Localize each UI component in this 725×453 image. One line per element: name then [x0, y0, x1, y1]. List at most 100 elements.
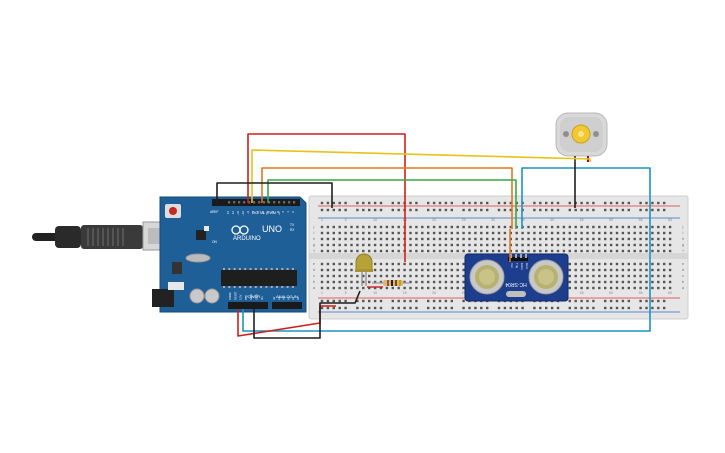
analog-pin-label: A0 [272, 296, 276, 300]
digital-pin-~3[interactable] [278, 201, 281, 204]
column-number-5-bottom: 5 [345, 291, 347, 295]
digital-pin-label: 12 [231, 211, 235, 215]
column-number-30-top: 30 [491, 218, 495, 222]
wire-yellow-motor [251, 149, 591, 203]
column-number-45-top: 45 [580, 218, 584, 222]
arduino-uno-board[interactable]: ARDUINO UNO DIGITAL (PWM ~) AREF TX RX O… [152, 196, 307, 313]
digital-pin-12[interactable] [233, 201, 236, 204]
digital-pin-label: 4 [271, 211, 275, 213]
digital-pin-label: ~10 [241, 211, 245, 216]
dc-motor[interactable] [555, 112, 608, 162]
digital-pin-~5[interactable] [268, 201, 271, 204]
row-letter-e-left: e [313, 261, 316, 266]
analog-header[interactable] [272, 302, 302, 309]
row-letter-f-right: f [682, 248, 684, 253]
row-letter-a-right: a [682, 285, 685, 290]
column-number-50-top: 50 [609, 218, 613, 222]
column-number-60-top: 60 [668, 218, 672, 222]
sensor-pin-trig[interactable] [515, 254, 517, 258]
wires[interactable] [216, 133, 651, 339]
column-number-10-bottom: 10 [373, 291, 377, 295]
row-letter-f-left: f [313, 248, 315, 253]
digital-pin-1[interactable] [288, 201, 291, 204]
power-pin-label: Vin [260, 296, 264, 300]
digital-pin-13[interactable] [228, 201, 231, 204]
column-number-15-bottom: 15 [403, 291, 407, 295]
digital-pin-~10[interactable] [243, 201, 246, 204]
row-letter-g-right: g [682, 242, 684, 247]
digital-pin-~9[interactable] [248, 201, 251, 204]
digital-pin-label: 2 [281, 211, 285, 213]
row-letter-c-right: c [682, 273, 684, 278]
digital-pin-label: 13 [226, 211, 230, 215]
arduino-model-text: UNO [262, 224, 282, 234]
resistor[interactable] [372, 280, 410, 286]
column-number-1-bottom: 1 [321, 291, 323, 295]
wire-green-echo [267, 179, 517, 229]
column-number-55-top: 55 [639, 218, 643, 222]
power-header[interactable] [228, 302, 268, 309]
digital-pin-label: 7 [256, 211, 260, 213]
arduino-logo-icon [231, 225, 249, 235]
digital-pin-0[interactable] [293, 201, 296, 204]
analog-pin-label: A1 [277, 296, 281, 300]
column-number-25-bottom: 25 [462, 291, 466, 295]
digital-pin-7[interactable] [258, 201, 261, 204]
row-letter-a-left: a [313, 285, 316, 290]
column-number-60-bottom: 60 [668, 291, 672, 295]
digital-pin-8[interactable] [253, 201, 256, 204]
digital-pin-label: ~11 [236, 211, 240, 216]
row-letter-g-left: g [313, 242, 315, 247]
wire-blue-gnd [242, 167, 651, 332]
sensor-pin-label: Trig [515, 263, 519, 268]
digital-pin-4[interactable] [273, 201, 276, 204]
column-number-40-top: 40 [550, 218, 554, 222]
power-pin-label: 3.3V [239, 294, 243, 300]
power-pin-label: GND [249, 294, 253, 300]
column-number-55-bottom: 55 [639, 291, 643, 295]
digital-header[interactable] [212, 199, 300, 206]
led[interactable] [355, 253, 373, 286]
row-letter-c-left: c [313, 273, 315, 278]
column-number-50-bottom: 50 [609, 291, 613, 295]
digital-pin-label: ~9 [246, 211, 250, 215]
sensor-pin-vcc[interactable] [510, 254, 512, 258]
column-number-20-bottom: 20 [432, 291, 436, 295]
sensor-pin-gnd[interactable] [525, 254, 527, 258]
digital-pin-~6[interactable] [263, 201, 266, 204]
sensor-pin-echo[interactable] [520, 254, 522, 258]
wire-black-gnd-top [216, 182, 333, 208]
power-label: POWER [245, 294, 260, 299]
digital-pin-~11[interactable] [238, 201, 241, 204]
row-letter-d-left: d [313, 267, 315, 272]
row-letter-e-right: e [682, 261, 685, 266]
power-pin-label: 5V [244, 297, 248, 300]
digital-pin-label: 0 [291, 211, 295, 213]
column-number-10-top: 10 [373, 218, 377, 222]
column-number-1-top: 1 [321, 218, 323, 222]
on-label: ON [212, 240, 217, 244]
tx-label: TX [290, 223, 295, 227]
column-number-45-bottom: 45 [580, 291, 584, 295]
wire-red-5v [247, 133, 406, 262]
analog-pin-label: A5 [296, 296, 300, 300]
row-letter-i-left: i [314, 230, 315, 235]
row-letter-h-right: h [682, 236, 684, 241]
sensor-pin-label: Vcc [510, 263, 514, 269]
analog-pin-label: A2 [282, 296, 286, 300]
digital-label: DIGITAL (PWM ~) [252, 211, 280, 215]
arduino-logo-text: ARDUINO [233, 236, 261, 242]
row-letter-i-right: i [683, 230, 684, 235]
column-number-20-top: 20 [432, 218, 436, 222]
digital-pin-2[interactable] [283, 201, 286, 204]
atmega-chip [221, 270, 297, 286]
analog-pin-label: A4 [291, 296, 295, 300]
sensor-pin-label: Echo [520, 263, 524, 270]
digital-pin-label: 1 [286, 211, 290, 213]
column-number-25-top: 25 [462, 218, 466, 222]
row-letter-j-right: j [682, 224, 684, 229]
reset-button[interactable] [169, 207, 177, 215]
wire-orange-trig [261, 167, 513, 229]
